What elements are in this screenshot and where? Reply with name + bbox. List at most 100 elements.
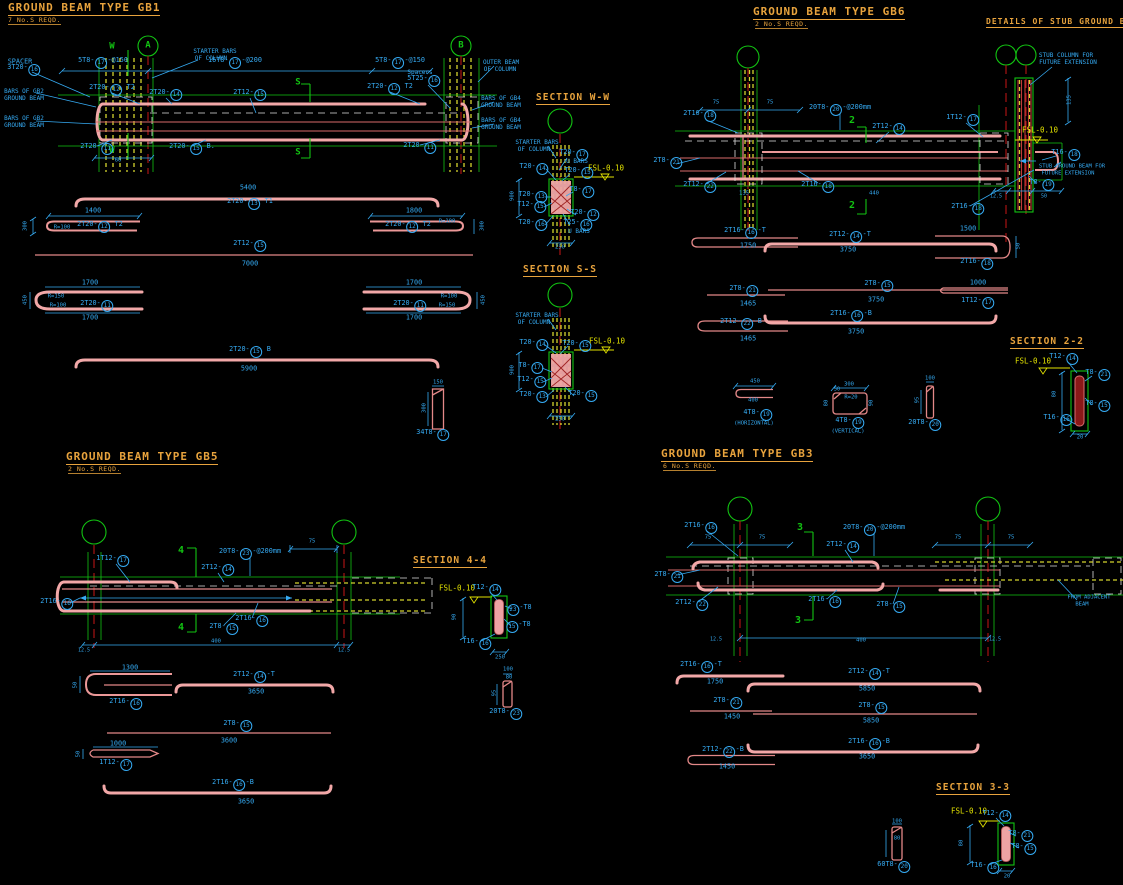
cad-label: 75 — [758, 534, 766, 541]
cad-label: GROUND BEAM — [481, 102, 521, 109]
section-ss-heading: SECTION S-S — [523, 264, 597, 277]
cad-label: T8-21 — [1008, 830, 1034, 842]
cad-label: 80 — [505, 674, 513, 681]
cad-label: 60 — [114, 157, 122, 164]
cad-label: U BARS — [566, 158, 588, 165]
cad-label: 2T8-15 — [223, 720, 253, 732]
cad-label: 2T16-16-B — [212, 779, 254, 791]
cad-label: 2T20-12 T2 — [77, 221, 123, 233]
cad-label: 3750 — [847, 327, 865, 336]
cad-label: 2T16-16 — [235, 615, 269, 627]
cad-label: 300 — [22, 221, 29, 231]
gb1-title: GROUND BEAM TYPE GB1 — [8, 1, 161, 16]
cad-label: 80 — [958, 839, 965, 847]
cad-label: 80 — [823, 399, 830, 407]
cad-label: 5400 — [239, 183, 257, 192]
cad-label: 135 — [1066, 95, 1073, 105]
cad-label: 2T16-16-B — [848, 738, 890, 750]
cad-label: GROUND BEAM — [4, 95, 44, 102]
cad-label: 2T12-14 — [826, 541, 860, 553]
cad-label: 2T20-15 B — [229, 346, 271, 358]
cad-label: FSL-0.10 — [1021, 125, 1059, 135]
cad-label: 2T20-11 — [80, 143, 114, 155]
gb1-elevation-linework — [31, 35, 497, 174]
cad-label: 16T8-17-@200 — [208, 57, 262, 69]
cad-label: 1700 — [405, 278, 423, 287]
cad-label: 450 — [22, 295, 29, 305]
cad-label: 80 — [893, 835, 901, 842]
cad-label: 75 — [766, 99, 774, 106]
cad-label: 1000 — [109, 739, 127, 748]
cad-label: 3T20-16 — [7, 64, 41, 76]
cad-label: 1500 — [959, 224, 977, 233]
cad-label: 1750 — [706, 677, 724, 686]
gb5-title: GROUND BEAM TYPE GB5 — [66, 450, 219, 465]
cad-label: 20 — [1003, 873, 1011, 880]
cad-label: 20 — [1076, 434, 1084, 441]
cad-label: 75 — [712, 99, 720, 106]
gb5-qty: 2 No.S REQD. — [68, 465, 121, 474]
cad-label: 1450 — [723, 712, 741, 721]
cad-label: 12.5 — [988, 636, 1002, 643]
cad-label: 4 — [177, 622, 185, 633]
cad-label: 5T8-17-@150 — [375, 57, 425, 69]
section-33-heading: SECTION 3-3 — [936, 782, 1010, 795]
cad-label: 50 — [72, 681, 79, 689]
cad-label: FUTURE EXTENSION — [1039, 59, 1097, 66]
cad-label: 2T8-15 — [209, 623, 239, 635]
cad-label: 12.5 — [989, 193, 1003, 200]
cad-label: 2T20-12 T2 — [367, 83, 413, 95]
cad-label: 1T12-17 — [961, 297, 995, 309]
cad-label: 250 — [555, 416, 565, 423]
cad-label: 3650 — [247, 687, 265, 696]
section-ww-linework — [515, 108, 614, 258]
cad-label: 4T8-19 — [835, 417, 865, 429]
cad-label: 12.5 — [709, 636, 723, 643]
cad-label: 5850 — [862, 716, 880, 725]
gb6-qty: 2 No.S REQD. — [755, 20, 808, 29]
cad-label: 1T12-17 — [946, 114, 980, 126]
cad-label: 5T25-16 — [407, 75, 441, 87]
cad-label: FSL-0.10 — [438, 583, 476, 593]
cad-label: 80 — [1051, 390, 1058, 398]
cad-label: 2T8-21 — [713, 697, 743, 709]
cad-label: U BARS — [568, 228, 590, 235]
cad-label: 1465 — [739, 334, 757, 343]
cad-label: T20-14 — [519, 339, 549, 351]
cad-label: 300 — [479, 221, 486, 231]
cad-label: T12-15 — [517, 201, 547, 213]
cad-label: R=100 — [440, 293, 458, 300]
cad-label: T12-14 — [1049, 353, 1079, 365]
cad-label: T16-16 — [970, 862, 1000, 874]
cad-label: S — [295, 147, 301, 158]
cad-label: 2T20-11 — [403, 142, 437, 154]
cad-label: SPACER — [7, 57, 33, 66]
cad-label: STUB COLUMN FOR — [1038, 52, 1094, 59]
section-33-linework — [885, 817, 1020, 875]
cad-label: 2T12-14-T — [829, 231, 871, 243]
cad-label: 2T16-18 — [960, 258, 994, 270]
cad-label: OF COLUMN — [194, 55, 228, 62]
cad-label: 20T8-20 — [908, 419, 942, 431]
cad-label: 1300 — [121, 663, 139, 672]
section-ww-heading: SECTION W-W — [536, 92, 610, 105]
cad-label: 20T8-23-@200mm — [219, 548, 281, 560]
cad-label: GROUND BEAM — [4, 122, 44, 129]
cad-label: T12-14 — [472, 584, 502, 596]
cad-label: T20-16 — [518, 219, 548, 231]
section-22-linework — [1038, 361, 1093, 438]
cad-label: 2T12-22-B — [720, 318, 762, 330]
cad-label: 2T8-15 — [858, 702, 888, 714]
cad-label: BARS OF GB2 — [4, 88, 44, 95]
cad-label: 20T8-20-@200mm — [809, 104, 871, 116]
cad-label: T8-19 — [1029, 179, 1055, 191]
gb3-title: GROUND BEAM TYPE GB3 — [661, 447, 814, 462]
cad-label: T8-17 — [569, 186, 595, 198]
cad-label: T20-15 — [568, 390, 598, 402]
cad-label: 450 — [480, 295, 487, 305]
gb3-elevation-linework — [666, 496, 1123, 662]
cad-label: 2T20-13 T1 — [227, 198, 273, 210]
cad-label: T20-15 — [564, 167, 594, 179]
section-ss-linework — [515, 282, 614, 432]
section-22-heading: SECTION 2-2 — [1010, 336, 1084, 349]
